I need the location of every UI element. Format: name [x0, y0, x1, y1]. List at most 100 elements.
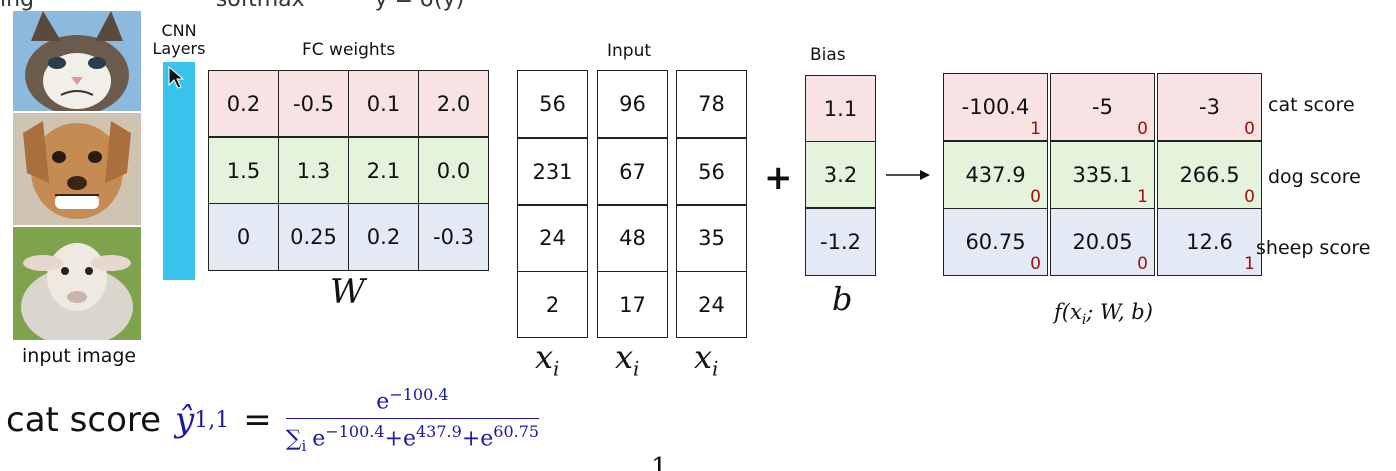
bias-cell-value: 3.2 — [823, 162, 858, 187]
function-x-sub: i — [1081, 312, 1087, 329]
score-cell-value: -100.4 — [961, 95, 1030, 119]
function-rest: ; W, b) — [1086, 300, 1153, 324]
weight-cell-value: 1.5 — [226, 158, 261, 183]
dog-image — [13, 113, 141, 225]
input-symbol-x: x — [694, 338, 713, 376]
bias-cell-value: 1.1 — [823, 96, 858, 121]
score-cell-value: 12.6 — [1186, 230, 1233, 254]
cnn-label: CNN Layers — [148, 22, 210, 58]
formula-lhs: ŷ — [175, 400, 195, 440]
bias-cell-value: -1.2 — [820, 230, 861, 254]
score-cell-index: 0 — [1030, 187, 1041, 207]
weight-cell: -0.5 — [278, 70, 349, 137]
weight-cell-value: 0.1 — [366, 91, 401, 116]
input-cell: 96 — [597, 70, 668, 138]
input-cell: 78 — [676, 70, 747, 138]
mouse-cursor-icon — [168, 66, 184, 89]
denominator-plus: + — [461, 426, 481, 452]
cnn-layers-bar — [163, 62, 195, 280]
input-cell-value: 56 — [698, 160, 725, 184]
score-cell: -5 0 — [1050, 73, 1155, 141]
bias-cell: 3.2 — [805, 141, 876, 208]
weight-cell: 2.0 — [418, 70, 489, 137]
denominator-plus: + — [384, 426, 403, 452]
weight-cell-value: 0.2 — [366, 225, 401, 249]
score-cell-index: 0 — [1030, 254, 1041, 274]
weight-cell-value: 2.0 — [436, 91, 471, 116]
weight-cell: 0.0 — [418, 137, 489, 204]
input-cell: 35 — [676, 204, 747, 272]
input-symbol: xi — [535, 338, 559, 380]
score-cell-index: 0 — [1137, 254, 1148, 274]
score-cell-index: 0 — [1244, 119, 1255, 139]
score-cell-value: 20.05 — [1072, 230, 1133, 254]
function-x: x — [1069, 300, 1082, 324]
weight-cell-value: 0 — [236, 225, 251, 249]
denominator-term-base: e — [312, 426, 326, 452]
cat-image — [13, 11, 141, 111]
weight-cell-value: 0.2 — [226, 91, 261, 116]
weight-cell: -0.3 — [418, 203, 489, 271]
input-cell-value: 35 — [698, 226, 725, 250]
row-label: dog score — [1268, 166, 1361, 188]
weight-cell: 0.2 — [348, 203, 419, 271]
weight-cell: 0 — [208, 203, 279, 271]
input-cell: 231 — [517, 138, 588, 206]
score-cell-index: 0 — [1137, 119, 1148, 139]
input-symbol-sub: i — [712, 356, 719, 381]
input-cell-value: 24 — [698, 292, 725, 317]
input-cell-value: 231 — [532, 160, 573, 184]
bias-symbol: b — [832, 280, 853, 318]
denominator-term-exp: 437.9 — [416, 421, 462, 441]
weight-cell: 1.5 — [208, 137, 279, 204]
formula-numerator: e−100.4 — [376, 385, 448, 417]
input-cell: 48 — [597, 204, 668, 272]
next-line-fragment: 1 — [651, 455, 675, 471]
weight-cell-value: -0.5 — [293, 91, 334, 116]
input-symbol-sub: i — [553, 356, 560, 381]
score-cell-value: -5 — [1092, 95, 1113, 119]
denominator-term-exp: −100.4 — [325, 421, 385, 441]
input-symbol-x: x — [615, 338, 634, 376]
weight-cell-value: 0.0 — [436, 158, 471, 183]
function-f: f( — [1054, 300, 1070, 324]
score-cell-value: 335.1 — [1072, 163, 1133, 187]
input-symbol-x: x — [535, 338, 554, 376]
bias-cell: 1.1 — [805, 75, 876, 142]
score-cell-value: 437.9 — [965, 163, 1026, 187]
input-cell-value: 96 — [619, 92, 646, 116]
numerator-exp: −100.4 — [389, 385, 449, 405]
weight-cell-value: 1.3 — [296, 158, 331, 183]
denominator-term-base: e — [402, 426, 416, 452]
score-cell-index: 1 — [1137, 187, 1148, 207]
denominator-term-exp: 60.75 — [493, 421, 540, 441]
score-cell-index: 0 — [1244, 187, 1255, 207]
weight-cell-value: 2.1 — [366, 158, 401, 183]
input-symbol: xi — [615, 338, 639, 380]
weight-cell: 0.25 — [278, 203, 349, 271]
sheep-image — [13, 227, 141, 340]
weight-cell: 0.2 — [208, 70, 279, 137]
score-cell-value: 60.75 — [965, 230, 1026, 254]
bias-title: Bias — [810, 45, 846, 65]
input-cell: 56 — [517, 70, 588, 138]
formula-lhs-sub: 1,1 — [194, 407, 230, 433]
function-label: f(xi; W, b) — [1054, 300, 1153, 328]
weight-cell-value: -0.3 — [433, 225, 474, 249]
input-cell: 67 — [597, 138, 668, 206]
input-title: Input — [607, 41, 652, 61]
fraction-bar — [285, 417, 540, 419]
input-cell: 2 — [517, 271, 588, 338]
bias-cell: -1.2 — [805, 208, 876, 276]
weights-title: FC weights — [302, 40, 396, 60]
input-cell: 24 — [676, 271, 747, 338]
